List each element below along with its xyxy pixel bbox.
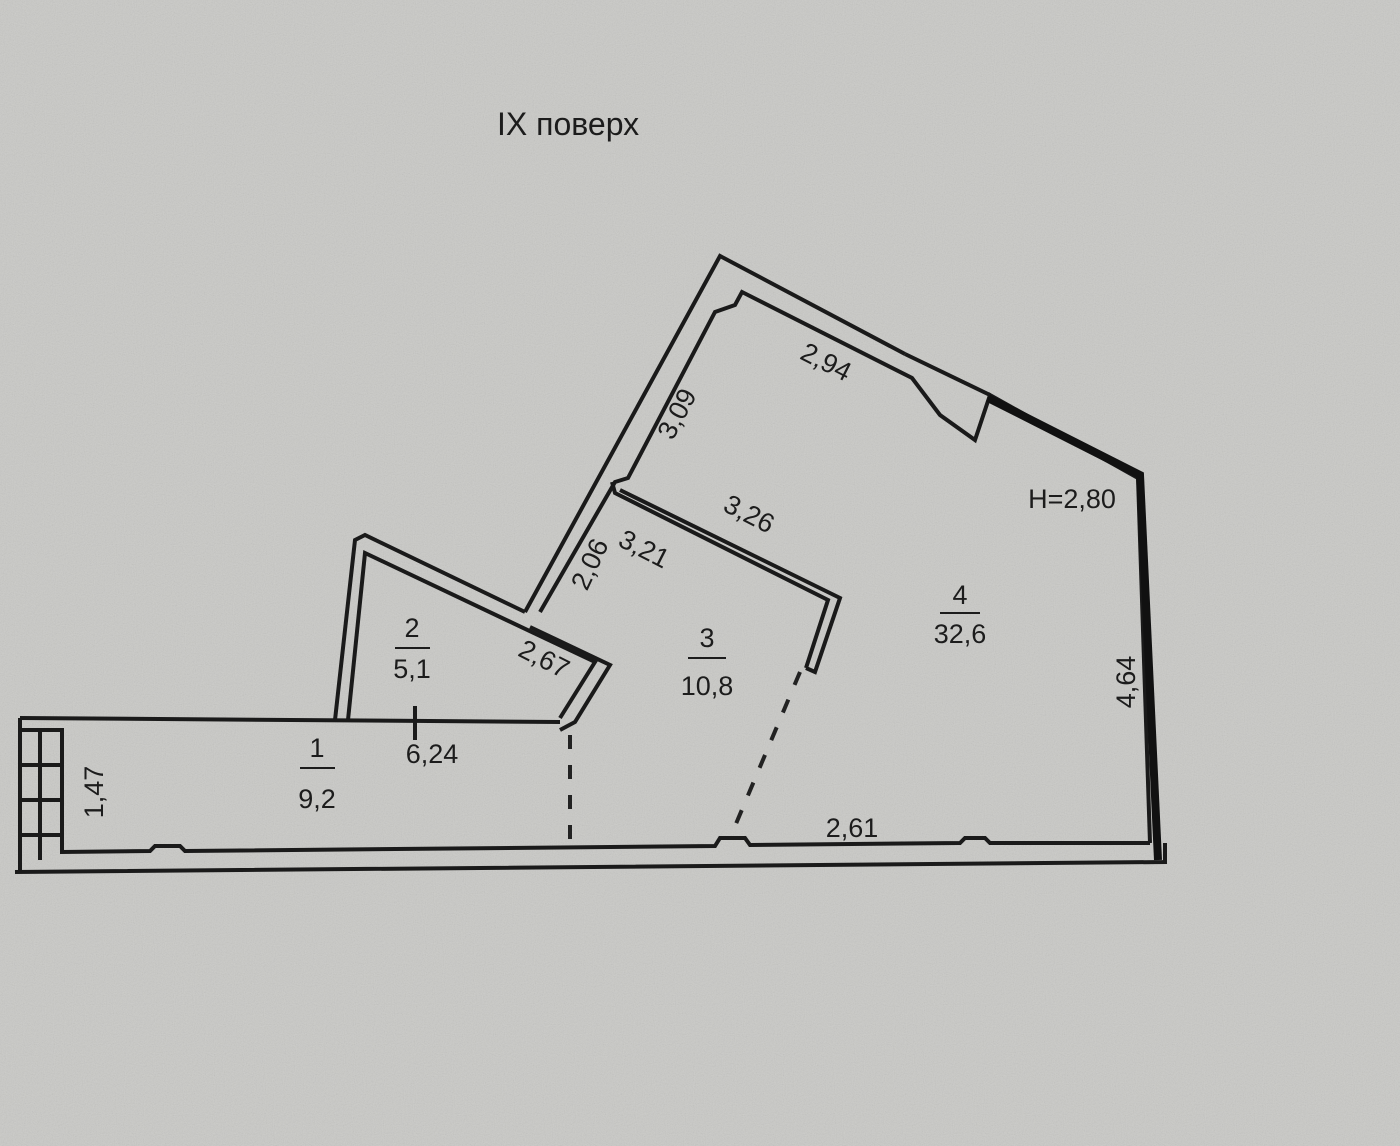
floor-title: IX поверх (497, 106, 639, 142)
dim-4-64: 4,64 (1111, 656, 1141, 709)
room-1-area: 9,2 (298, 784, 336, 814)
room-1-number: 1 (309, 733, 324, 763)
dim-6-24: 6,24 (406, 739, 459, 769)
room-3-area: 10,8 (681, 671, 734, 701)
room-2-area: 5,1 (393, 654, 431, 684)
ceiling-height: H=2,80 (1028, 484, 1116, 514)
room-1-label: 1 9,2 (298, 733, 336, 814)
dim-1-47: 1,47 (79, 766, 109, 819)
dim-2-61: 2,61 (826, 813, 879, 843)
walls (14, 253, 1167, 874)
room-2-number: 2 (404, 613, 419, 643)
room-3-label: 3 10,8 (681, 623, 734, 701)
room-2-label: 2 5,1 (393, 613, 431, 684)
room-3-number: 3 (699, 623, 714, 653)
room-4-label: 4 32,6 (934, 580, 987, 649)
room-4-number: 4 (952, 580, 967, 610)
room-4-area: 32,6 (934, 619, 987, 649)
